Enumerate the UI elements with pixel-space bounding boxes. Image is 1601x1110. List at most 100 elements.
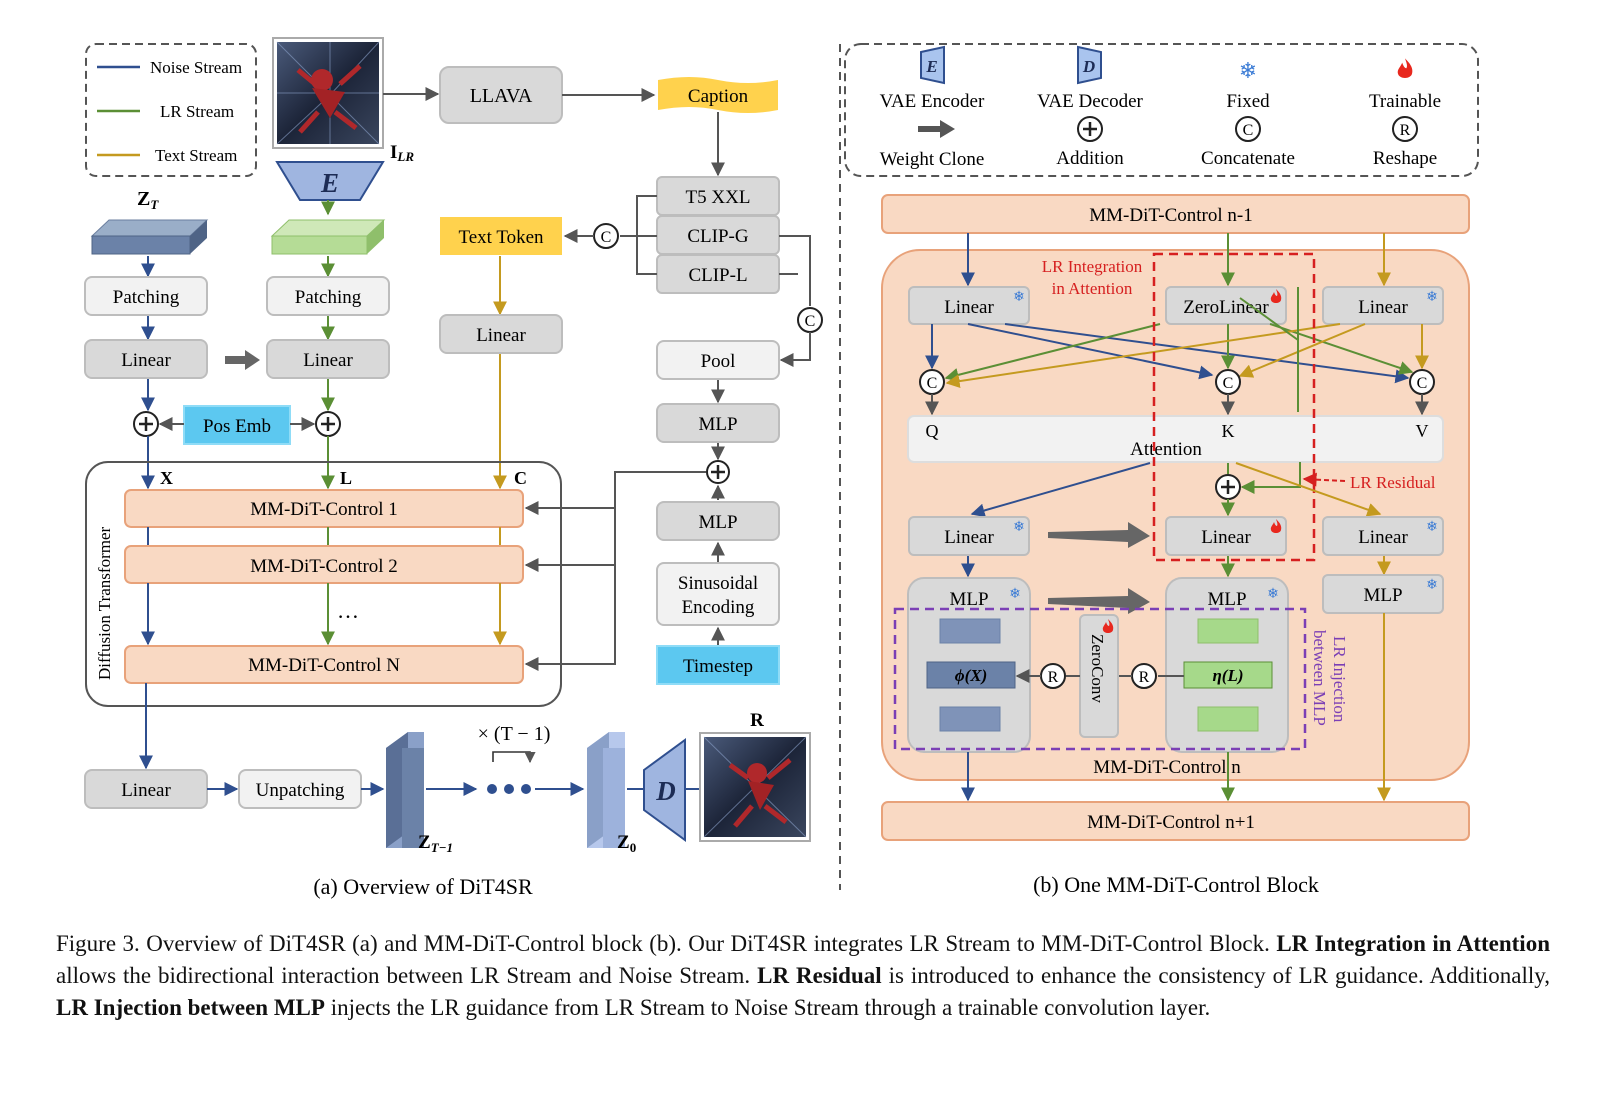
svg-text:MLP: MLP bbox=[949, 589, 988, 610]
svg-text:LR Injection: LR Injection bbox=[1330, 636, 1349, 723]
snowflake-icon: ❄ bbox=[1239, 59, 1257, 84]
svg-text:MM-DiT-Control N: MM-DiT-Control N bbox=[248, 655, 400, 676]
snowflake-icon: ❄ bbox=[1013, 519, 1025, 535]
svg-text:Linear: Linear bbox=[1358, 527, 1408, 548]
svg-text:Linear: Linear bbox=[476, 325, 526, 346]
snowflake-icon: ❄ bbox=[1013, 289, 1025, 305]
reshape-icon bbox=[1392, 116, 1418, 142]
svg-text:Linear: Linear bbox=[1201, 527, 1251, 548]
svg-text:Attention: Attention bbox=[1130, 439, 1202, 460]
svg-text:K: K bbox=[1222, 421, 1235, 441]
svg-text:C: C bbox=[927, 375, 938, 392]
mlp-text bbox=[656, 403, 780, 443]
snowflake-icon: ❄ bbox=[1009, 586, 1021, 602]
svg-text:ZT−1: ZT−1 bbox=[418, 832, 453, 855]
legend-lr-stream: LR Stream bbox=[160, 102, 234, 121]
svg-text:LR Integration: LR Integration bbox=[1042, 257, 1143, 276]
snowflake-icon: ❄ bbox=[1426, 289, 1438, 305]
sinusoidal-encoding bbox=[656, 562, 780, 626]
ellipsis-dot bbox=[487, 784, 497, 794]
svg-text:CLIP-G: CLIP-G bbox=[687, 226, 749, 247]
svg-text:R: R bbox=[1048, 669, 1059, 686]
symbol-legend: E VAE Encoder D VAE Decoder ❄ Fixed Trai… bbox=[844, 43, 1479, 177]
svg-text:Weight Clone: Weight Clone bbox=[880, 149, 985, 170]
linear-text-stream bbox=[1322, 286, 1444, 325]
svg-text:MM-DiT-Control 1: MM-DiT-Control 1 bbox=[250, 499, 398, 520]
svg-text:Timestep: Timestep bbox=[683, 656, 753, 677]
svg-text:Linear: Linear bbox=[303, 350, 353, 371]
svg-text:R: R bbox=[1139, 669, 1150, 686]
svg-text:MM-DiT-Control n-1: MM-DiT-Control n-1 bbox=[1089, 205, 1252, 226]
svg-text:Text Token: Text Token bbox=[458, 227, 544, 248]
svg-text:in Attention: in Attention bbox=[1052, 279, 1133, 298]
svg-text:MM-DiT-Control n+1: MM-DiT-Control n+1 bbox=[1087, 812, 1255, 833]
svg-text:V: V bbox=[1416, 421, 1429, 441]
svg-text:CLIP-L: CLIP-L bbox=[688, 265, 747, 286]
svg-text:C: C bbox=[805, 313, 816, 330]
svg-text:MLP: MLP bbox=[1363, 585, 1402, 606]
pool bbox=[656, 340, 780, 380]
caption bbox=[658, 77, 778, 113]
eta-l bbox=[1183, 661, 1273, 689]
lr-input-image bbox=[272, 37, 384, 149]
svg-text:Fixed: Fixed bbox=[1226, 91, 1270, 112]
diffusion-transformer bbox=[85, 461, 562, 707]
phi-x bbox=[926, 661, 1016, 689]
snowflake-icon: ❄ bbox=[1267, 586, 1279, 602]
svg-text:L: L bbox=[340, 468, 352, 488]
vae-decoder-icon bbox=[1077, 45, 1102, 85]
weight-clone-arrow bbox=[1048, 588, 1150, 614]
vae-decoder-block: D bbox=[643, 738, 686, 842]
attention bbox=[907, 415, 1444, 463]
svg-text:C: C bbox=[1417, 375, 1428, 392]
svg-text:Trainable: Trainable bbox=[1369, 91, 1441, 112]
svg-text:MLP: MLP bbox=[1207, 589, 1246, 610]
svg-text:C: C bbox=[1223, 375, 1234, 392]
svg-text:Linear: Linear bbox=[121, 780, 171, 801]
figure-caption: Figure 3. Overview of DiT4SR (a) and MM-… bbox=[56, 931, 1550, 1020]
svg-text:Diffusion Transformer: Diffusion Transformer bbox=[95, 527, 114, 680]
svg-text:Caption: Caption bbox=[688, 86, 749, 107]
svg-text:ZT: ZT bbox=[137, 188, 159, 212]
svg-text:R: R bbox=[750, 710, 764, 731]
svg-text:Reshape: Reshape bbox=[1373, 148, 1437, 169]
patching-noise bbox=[84, 276, 208, 316]
legend-noise-stream: Noise Stream bbox=[150, 58, 242, 77]
patching-lr bbox=[266, 276, 390, 316]
linear-text bbox=[439, 314, 563, 354]
add-lr bbox=[315, 411, 341, 437]
vae-encoder-icon bbox=[920, 45, 945, 85]
svg-text:X: X bbox=[160, 468, 173, 488]
svg-text:Concatenate: Concatenate bbox=[1201, 148, 1295, 169]
svg-text:Z0: Z0 bbox=[617, 832, 636, 855]
latent-zt-1 bbox=[386, 732, 424, 848]
lr-integration-box bbox=[1152, 252, 1316, 562]
svg-text:Q: Q bbox=[926, 421, 939, 441]
svg-text:Linear: Linear bbox=[1358, 297, 1408, 318]
zerolinear bbox=[1165, 286, 1287, 325]
svg-text:ZeroConv: ZeroConv bbox=[1088, 634, 1107, 703]
block-prev bbox=[881, 194, 1470, 234]
sr-output-image bbox=[699, 732, 811, 842]
svg-text:ZeroLinear: ZeroLinear bbox=[1183, 297, 1269, 318]
ellipsis-dot bbox=[521, 784, 531, 794]
latent-z0 bbox=[587, 732, 625, 848]
linear-out-lr bbox=[1165, 516, 1287, 556]
svg-text:D: D bbox=[1082, 57, 1095, 76]
svg-text:VAE Decoder: VAE Decoder bbox=[1037, 91, 1143, 112]
linear-out-noise bbox=[908, 516, 1030, 556]
svg-text:E: E bbox=[925, 57, 937, 76]
svg-text:R: R bbox=[1400, 122, 1411, 139]
figure-canvas: ❄ Noise Stream LR Stream Text Stream ILR… bbox=[84, 37, 1479, 899]
svg-text:Addition: Addition bbox=[1056, 148, 1124, 169]
pos-emb bbox=[183, 405, 291, 445]
mlp-time bbox=[656, 501, 780, 541]
svg-text:Encoding: Encoding bbox=[682, 597, 755, 618]
svg-text:η(L): η(L) bbox=[1212, 666, 1243, 685]
svg-text:LR Residual: LR Residual bbox=[1350, 473, 1436, 492]
svg-text:LLAVA: LLAVA bbox=[470, 85, 533, 107]
svg-text:Unpatching: Unpatching bbox=[256, 780, 345, 801]
mm-dit-control-2 bbox=[124, 545, 524, 584]
svg-text:Patching: Patching bbox=[295, 287, 362, 308]
addition-icon bbox=[1077, 116, 1103, 142]
